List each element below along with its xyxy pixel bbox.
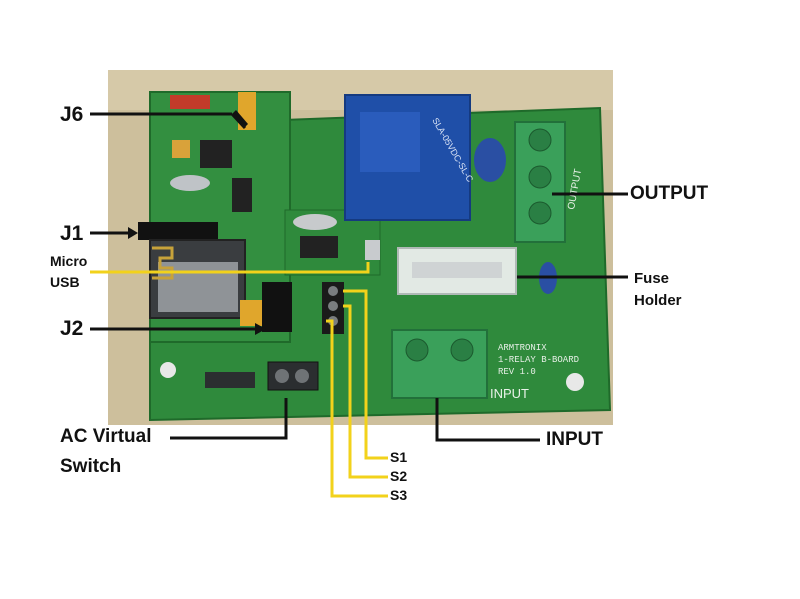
leader-input [435,398,540,442]
label-ac-line2: Switch [60,456,122,477]
leader-micro-usb [90,262,370,274]
wifi-antenna [152,246,174,280]
label-micro-usb-line1: Micro [50,253,88,269]
terminal-screw [295,369,309,383]
tantalum-cap [240,300,262,326]
label-fuse-line1: Fuse [634,270,670,287]
j1-header [138,222,218,240]
button-s1 [328,286,338,296]
leader-s3 [326,319,388,498]
terminal-screw [405,338,429,362]
label-fuse-line2: Holder [634,292,682,309]
label-s1: S1 [390,449,408,465]
crystal [170,175,210,191]
button-s2 [328,301,338,311]
terminal-screw [275,369,289,383]
silk-revision: REV 1.0 [498,367,536,377]
smd-component [170,95,210,109]
ic-chip [232,178,252,212]
crystal [293,214,337,230]
ic-chip [300,236,338,258]
capacitor [474,138,506,182]
arrowhead-j2 [255,323,266,335]
label-micro-usb-line2: USB [50,274,80,290]
terminal-screw [450,338,474,362]
label-j6: J6 [60,103,84,126]
input-terminal [391,329,488,399]
leader-s2 [343,304,388,479]
label-j2: J2 [60,317,84,340]
silk-model: 1-RELAY B-BOARD [498,355,579,365]
mount-hole [566,373,584,391]
fuse [412,262,502,278]
relay-label-area [360,112,420,172]
label-input: INPUT [546,429,603,450]
label-s2: S2 [390,468,408,484]
j2-header [262,282,292,332]
silk-brand: ARMTRONIX [498,343,547,353]
ic-chip [200,140,232,168]
label-ac-line1: AC Virtual [60,426,152,447]
label-j1: J1 [60,222,84,245]
component [205,372,255,388]
label-s3: S3 [390,487,408,503]
input-silk: INPUT [490,386,529,401]
label-output: OUTPUT [630,183,709,204]
arrowhead-j1 [128,227,138,239]
terminal-screw [528,201,552,225]
leader-s1 [343,289,388,460]
micro-usb-port [365,240,380,260]
leader-ac-switch [170,398,288,440]
tantalum-cap [172,140,190,158]
terminal-screw [528,165,552,189]
terminal-screw [528,128,552,152]
arrowhead-j6 [232,110,248,128]
mount-hole [160,362,176,378]
